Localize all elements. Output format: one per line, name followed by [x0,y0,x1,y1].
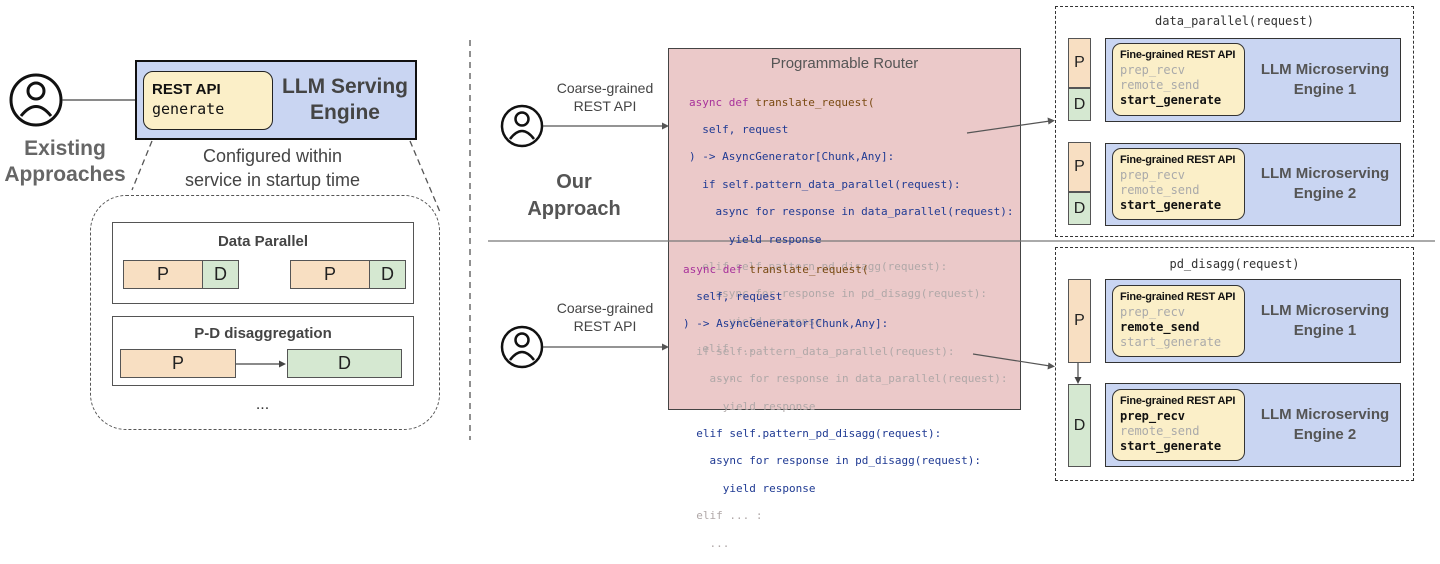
data-parallel-title: Data Parallel [217,233,309,250]
api-func-prep-recv: prep_recv [1120,305,1186,319]
rest-api-function: generate [152,100,225,118]
programmable-router [668,48,1021,410]
configuration-bubble [90,195,440,430]
router-title: Programmable Router [770,54,919,72]
dp-d-2: D [369,260,406,289]
api-func-start-generate: start_generate [1120,198,1222,212]
api-func-remote-send: remote_send [1120,78,1200,92]
our-approach-label: Our Approach [527,171,621,220]
pd-disagg-group-title: pd_disagg(request) [1169,257,1300,271]
code-line: yield response [683,399,816,413]
code-line: elif self.pattern_pd_disagg(request): [689,260,948,274]
more-ellipsis: ... [255,396,270,413]
api-title: Fine-grained REST API [1120,49,1236,61]
data-parallel-group [1055,6,1414,237]
pd-p: P [120,349,236,378]
code-line: elif ... : [683,509,763,523]
top-engine2-d: D [1068,192,1091,225]
engine-title: LLM Serving Engine [281,75,408,124]
dp-p-2: P [290,260,370,289]
api-title: Fine-grained REST API [1120,291,1236,303]
code-line: if self.pattern_data_parallel(request): [683,344,955,358]
code-line: async for response in data_parallel(requ… [683,372,1008,386]
bottom-engine2-name: LLM Microserving Engine 2 [1260,406,1390,443]
code-line: ... [689,369,736,383]
bottom-engine2-d: D [1068,384,1091,467]
code-line: ) -> AsyncGenerator[Chunk,Any]: [689,150,895,164]
code-line: ) -> AsyncGenerator[Chunk,Any]: [683,317,889,331]
code-line: async def translate_request( [689,95,875,109]
code-line: async for response in pd_disagg(request)… [689,287,988,301]
configured-label: Configured within service in startup tim… [184,146,361,190]
api-func-remote-send: remote_send [1120,320,1200,334]
code-line: elif self.pattern_pd_disagg(request): [683,427,942,441]
api-func-start-generate: start_generate [1120,335,1222,349]
user-icon-bottom [500,325,544,369]
rest-api-box: REST API generate [143,71,273,130]
bottom-engine1-p: P [1068,279,1091,363]
code-line: yield response [689,314,822,328]
code-block-bottom: async def translate_request( self, reque… [683,249,1008,564]
top-engine1-name: LLM Microserving Engine 1 [1260,61,1390,98]
coarse-api-label-top: Coarse-grained REST API [556,80,654,114]
top-engine2-api: Fine-grained REST API prep_recv remote_s… [1112,148,1245,220]
code-line: async for response in data_parallel(requ… [689,205,1014,219]
api-func-start-generate: start_generate [1120,93,1222,107]
api-func-start-generate: start_generate [1120,439,1222,453]
api-func-remote-send: remote_send [1120,424,1200,438]
code-line: yield response [689,232,822,246]
api-func-prep-recv: prep_recv [1120,409,1186,423]
user-icon-top [500,104,544,148]
top-engine2-p: P [1068,142,1091,192]
pd-disagg-group [1055,247,1414,481]
code-line: if self.pattern_data_parallel(request): [689,177,961,191]
bottom-engine1-api: Fine-grained REST API prep_recv remote_s… [1112,285,1245,357]
code-line: elif ... : [689,342,769,356]
top-engine2-name: LLM Microserving Engine 2 [1260,165,1390,202]
api-func-prep-recv: prep_recv [1120,63,1186,77]
coarse-api-label-bottom: Coarse-grained REST API [556,300,654,334]
top-engine1-d: D [1068,88,1091,121]
existing-approaches-label: Existing Approaches [4,137,126,186]
api-title: Fine-grained REST API [1120,395,1236,407]
api-func-prep-recv: prep_recv [1120,168,1186,182]
data-parallel-group-title: data_parallel(request) [1155,14,1314,28]
top-engine1-api: Fine-grained REST API prep_recv remote_s… [1112,43,1245,116]
code-line: async def translate_request( [683,262,869,276]
api-title: Fine-grained REST API [1120,154,1236,166]
bottom-engine1-name: LLM Microserving Engine 1 [1260,302,1390,339]
code-line: async for response in pd_disagg(request)… [683,454,982,468]
code-line: self, request [689,123,789,137]
api-func-remote-send: remote_send [1120,183,1200,197]
rest-api-title: REST API [152,81,221,98]
top-engine1-p: P [1068,38,1091,88]
code-line: ... [683,536,730,550]
code-line: self, request [683,290,783,304]
pd-disaggregation-box: P-D disaggregation [112,316,414,386]
pd-d: D [287,349,402,378]
pd-disaggregation-title: P-D disaggregation [194,325,332,342]
dp-d-1: D [202,260,239,289]
dp-p-1: P [123,260,203,289]
bottom-engine2-api: Fine-grained REST API prep_recv remote_s… [1112,389,1245,461]
code-block-top: async def translate_request( self, reque… [689,82,1014,397]
